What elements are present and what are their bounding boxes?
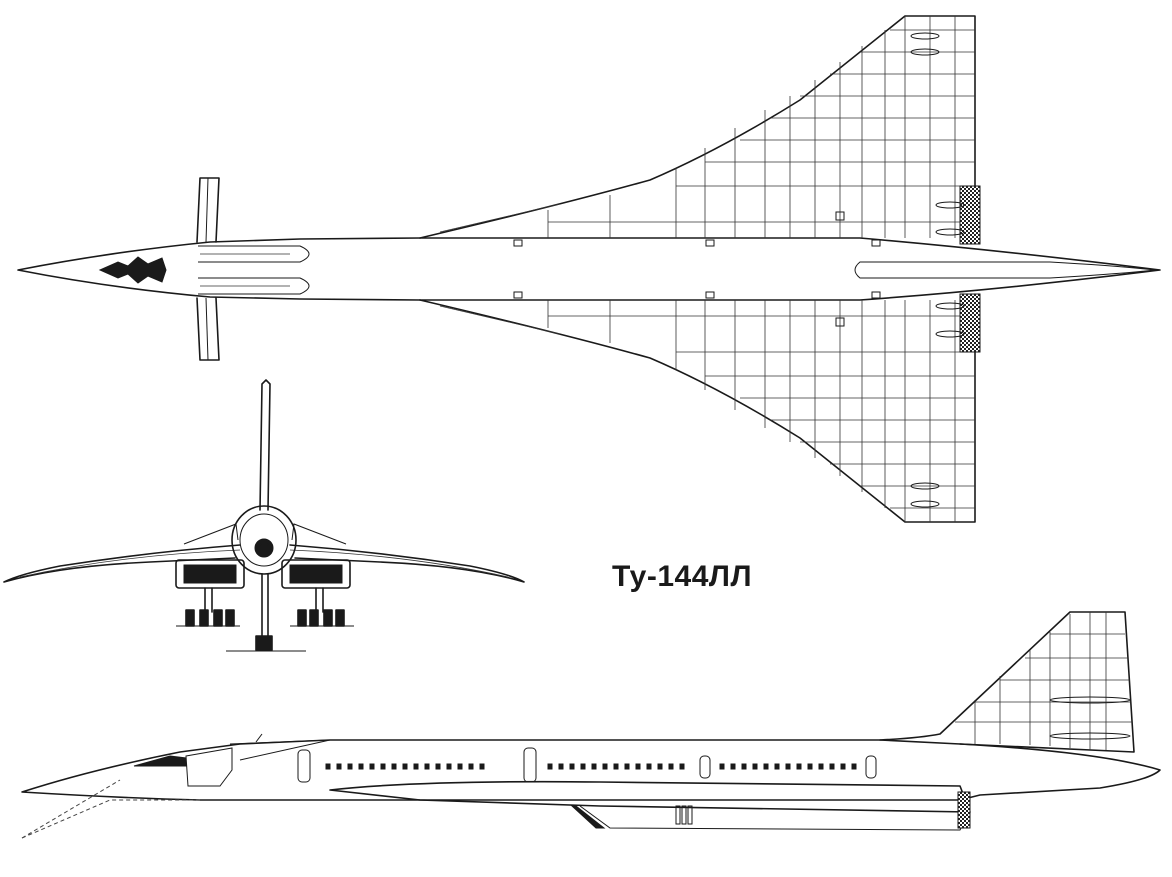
window: [402, 763, 408, 770]
window: [369, 763, 375, 770]
lower-wing: [419, 297, 976, 523]
side-wing: [329, 780, 971, 813]
side-fin: [879, 611, 1135, 753]
window: [347, 763, 353, 770]
window: [840, 763, 846, 770]
window: [719, 763, 725, 770]
exhaust-lower: [959, 293, 981, 353]
canard-lower: [196, 297, 220, 361]
window: [679, 763, 685, 770]
wing-structure-grid-lower: [439, 300, 975, 522]
window: [413, 763, 419, 770]
engine-nacelle: [854, 261, 1156, 279]
aircraft-title: Ту-144ЛЛ: [612, 560, 753, 593]
window: [358, 763, 364, 770]
window: [380, 763, 386, 770]
window: [569, 763, 575, 770]
window: [591, 763, 597, 770]
window: [752, 763, 758, 770]
window: [635, 763, 641, 770]
side-windows: [325, 763, 857, 770]
front-landing-gear: [185, 573, 345, 651]
window: [613, 763, 619, 770]
window: [547, 763, 553, 770]
wing-structure-grid-upper: [439, 16, 975, 238]
window: [668, 763, 674, 770]
front-view: [3, 379, 525, 652]
window: [796, 763, 802, 770]
window: [818, 763, 824, 770]
front-wing-right: [289, 544, 525, 583]
window: [657, 763, 663, 770]
window: [391, 763, 397, 770]
side-view: [21, 611, 1161, 839]
window: [457, 763, 463, 770]
front-fuselage: [231, 505, 297, 575]
nose-droop-outline: [21, 799, 200, 839]
window: [580, 763, 586, 770]
front-fin: [259, 379, 271, 511]
exhaust-upper: [959, 185, 981, 245]
window: [558, 763, 564, 770]
window: [829, 763, 835, 770]
window: [741, 763, 747, 770]
window: [646, 763, 652, 770]
side-fuselage: [21, 739, 1161, 801]
window: [468, 763, 474, 770]
top-fuselage: [17, 237, 1161, 301]
cockpit-windows: [98, 256, 167, 284]
top-view: [17, 15, 1161, 523]
window: [325, 763, 331, 770]
front-wing-left: [3, 544, 241, 583]
canard-upper: [196, 177, 220, 243]
window: [602, 763, 608, 770]
window: [479, 763, 485, 770]
side-exhaust: [957, 791, 971, 829]
window: [785, 763, 791, 770]
window: [336, 763, 342, 770]
window: [435, 763, 441, 770]
window: [763, 763, 769, 770]
window: [774, 763, 780, 770]
upper-wing: [419, 15, 976, 241]
window: [446, 763, 452, 770]
window: [851, 763, 857, 770]
window: [730, 763, 736, 770]
window: [624, 763, 630, 770]
front-engine-left: [175, 559, 245, 589]
window: [424, 763, 430, 770]
window: [807, 763, 813, 770]
side-cockpit: [133, 755, 187, 767]
